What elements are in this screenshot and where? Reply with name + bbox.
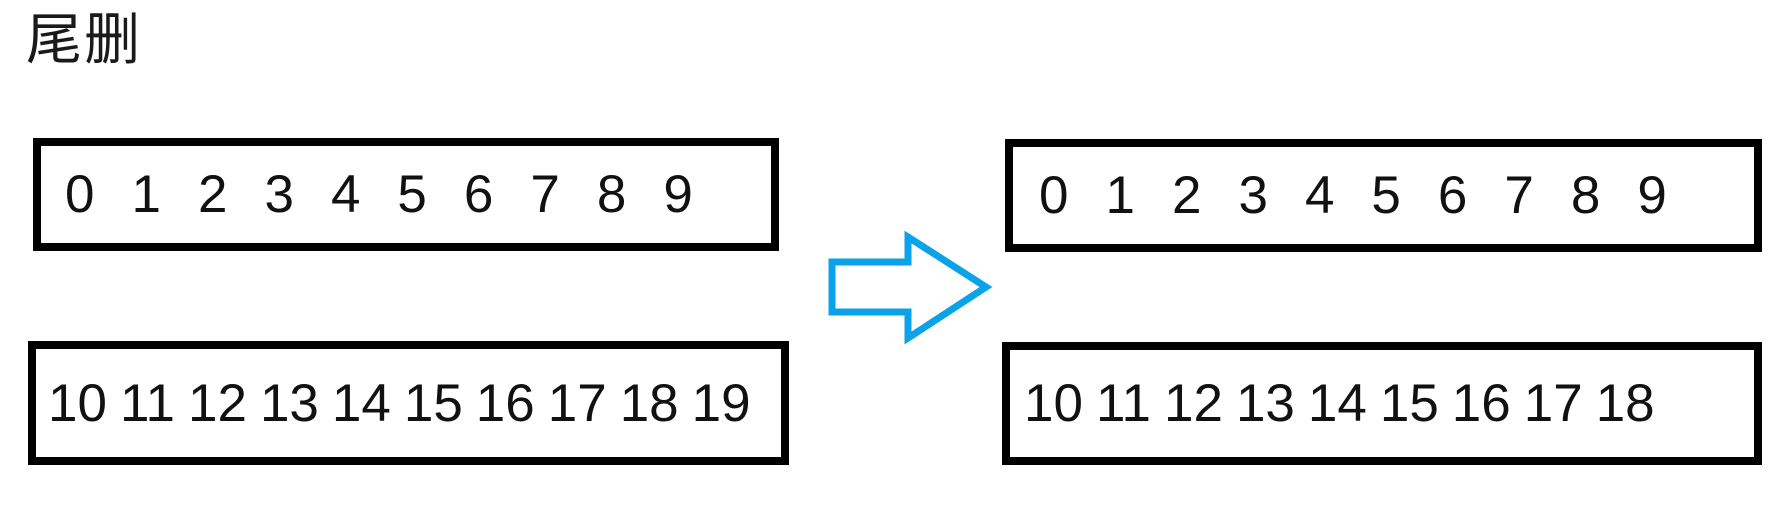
array-value: 4: [1304, 166, 1335, 225]
array-value: 13: [259, 373, 319, 433]
array-value: 7: [530, 165, 560, 224]
diagram-title: 尾删: [26, 8, 142, 71]
array-value: 3: [1238, 166, 1268, 225]
array-value: 6: [1437, 166, 1468, 225]
right-arrow-outline: [828, 230, 993, 345]
array-value: 10: [48, 373, 107, 433]
array-value: 7: [1504, 166, 1534, 225]
array-value: 11: [119, 373, 175, 433]
array-value: 17: [547, 373, 607, 433]
array-value: 18: [619, 373, 679, 433]
array-value: 0: [1039, 166, 1069, 225]
array-value: 11: [1095, 374, 1151, 433]
array-value: 16: [1451, 374, 1511, 433]
array-value: 19: [691, 373, 751, 433]
array-value: 0: [65, 165, 95, 224]
array-value: 9: [1637, 166, 1667, 225]
array-value: 8: [596, 165, 627, 224]
array-value: 6: [463, 165, 494, 224]
array-value: 15: [1379, 374, 1439, 433]
array-value: 1: [1105, 166, 1135, 225]
array-value: 17: [1523, 374, 1583, 433]
array-value: 14: [331, 373, 391, 433]
array-value: 1: [131, 165, 161, 224]
right-arrow-icon: [828, 230, 993, 345]
array-value: 14: [1307, 374, 1367, 433]
array-value: 10: [1024, 374, 1083, 433]
array-value: 8: [1570, 166, 1601, 225]
array-value: 16: [475, 373, 535, 433]
array-value: 3: [264, 165, 294, 224]
array-value: 2: [197, 165, 228, 224]
array-value: 12: [1163, 374, 1223, 433]
array-value: 15: [403, 373, 463, 433]
array-value: 9: [663, 165, 693, 224]
array-value: 12: [187, 373, 247, 433]
array-value: 13: [1235, 374, 1295, 433]
array-value: 4: [330, 165, 361, 224]
array-value: 5: [397, 165, 427, 224]
array-value: 5: [1371, 166, 1401, 225]
array-value: 2: [1171, 166, 1202, 225]
array-value: 18: [1595, 374, 1655, 433]
